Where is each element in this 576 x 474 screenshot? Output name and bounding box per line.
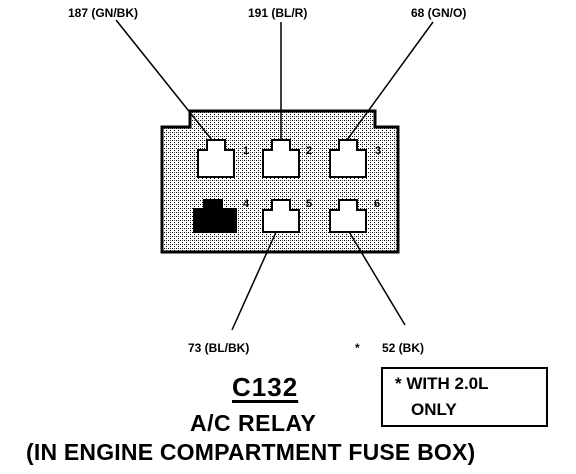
connector-location: (IN ENGINE COMPARTMENT FUSE BOX) [26, 439, 476, 465]
terminal-cavity-5 [262, 199, 300, 233]
leader-line-pin-1 [115, 19, 213, 141]
pin-number-1: 1 [243, 145, 249, 157]
leader-line-pin-3 [346, 21, 434, 141]
connector-name: A/C RELAY [190, 410, 317, 436]
note-line-2: ONLY [411, 400, 457, 419]
terminal-cavity-3 [329, 139, 367, 178]
pin-number-5: 5 [306, 198, 312, 210]
pin-number-3: 3 [375, 145, 381, 157]
wire-label-68: 68 (GN/O) [411, 6, 466, 20]
wire-label-187: 187 (GN/BK) [68, 6, 138, 20]
pin-number-4: 4 [243, 198, 250, 210]
leader-line-pin-5 [231, 229, 278, 331]
note-line-1: * WITH 2.0L [395, 374, 489, 393]
terminal-cavity-1 [197, 139, 235, 178]
pin-number-6: 6 [374, 198, 380, 210]
wire-label-52: 52 (BK) [382, 341, 424, 355]
terminal-cavity-2 [262, 139, 300, 178]
pin-number-2: 2 [306, 145, 312, 157]
note-box: * WITH 2.0L ONLY [381, 367, 548, 427]
terminal-cavity-6 [329, 199, 367, 233]
wire-note-marker: * [355, 341, 360, 355]
wire-label-191: 191 (BL/R) [248, 6, 307, 20]
terminal-cavity-4-plugged [193, 199, 237, 233]
leader-line-pin-6 [347, 229, 406, 326]
wire-label-73: 73 (BL/BK) [188, 341, 249, 355]
connector-id: C132 [232, 372, 299, 402]
